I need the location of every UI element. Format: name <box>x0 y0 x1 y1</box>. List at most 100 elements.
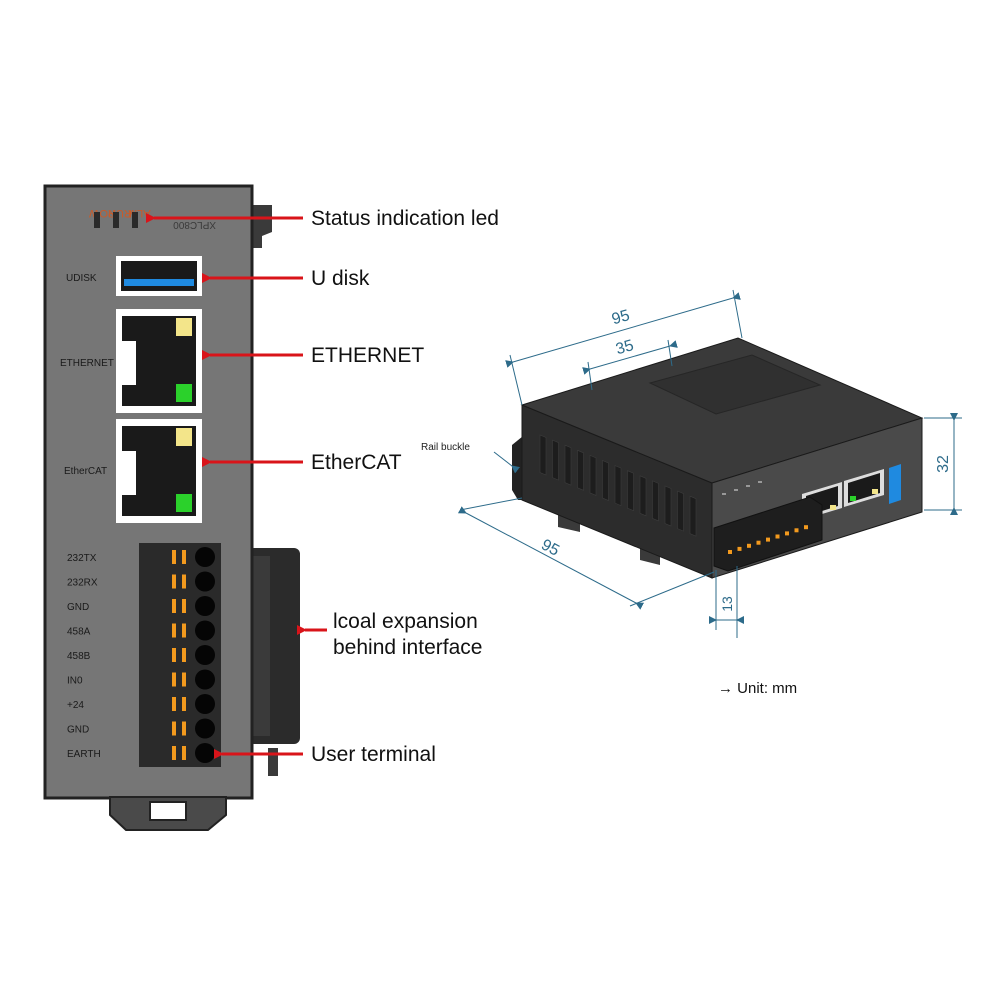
terminal-screw <box>195 596 215 616</box>
terminal-contact <box>182 550 186 564</box>
unit-label: → Unit: mm <box>718 680 797 697</box>
dim-line-top-35 <box>582 340 678 375</box>
dim-line-top-95 <box>505 292 741 368</box>
model-label: XPLC800 <box>173 219 216 230</box>
rail-buckle-pointer <box>493 451 520 474</box>
terminal-contact <box>172 574 176 589</box>
terminal-contact <box>182 648 186 662</box>
led-alm <box>132 212 138 228</box>
top-clip <box>250 205 272 248</box>
terminal-label: IN0 <box>67 676 83 687</box>
ethercat-led-yellow <box>176 428 192 446</box>
led-pow <box>94 212 100 228</box>
ethercat-led-green <box>176 494 192 512</box>
usb-port-tongue <box>124 279 194 286</box>
callout-status-led: Status indication led <box>311 207 499 230</box>
terminal-screw <box>195 694 215 714</box>
terminal-label: 458B <box>67 651 91 662</box>
terminal-screw <box>195 718 215 739</box>
terminal-screw <box>195 669 215 690</box>
side-vent-slot <box>552 439 559 481</box>
dim-top-35: 35 <box>614 337 636 358</box>
side-vent-slot <box>627 470 634 512</box>
dim-terminal-13: 13 <box>719 596 735 612</box>
iso-terminal-block <box>713 496 823 572</box>
terminal-label: 232TX <box>67 553 97 564</box>
led-label-alm: ALM <box>128 207 151 219</box>
led-run <box>113 212 119 228</box>
side-vent-slot <box>689 495 697 537</box>
iso-terminal-pin <box>747 543 751 548</box>
dim-height-32: 32 <box>935 455 952 473</box>
terminal-screw <box>195 547 215 567</box>
callouts: Status indication led U disk ETHERNET Et… <box>146 207 499 766</box>
terminal-label: GND <box>67 602 89 613</box>
side-vent-slot <box>677 490 684 532</box>
terminal-contact <box>182 599 186 613</box>
side-vent-slot <box>652 480 659 522</box>
isometric-view: 95 35 32 95 13 Rail buckle → Unit: mm <box>421 289 962 697</box>
port-label-udisk: UDISK <box>66 273 97 284</box>
terminal-contact <box>172 623 176 638</box>
terminal-contact <box>182 697 186 711</box>
iso-terminal-pin <box>737 546 742 551</box>
iso-terminal-pin <box>804 525 808 530</box>
iso-terminal-pin <box>775 534 780 539</box>
side-vent-slot <box>564 444 572 486</box>
callout-ethernet: ETHERNET <box>311 344 424 367</box>
callout-udisk: U disk <box>311 267 370 290</box>
ethernet-led-green <box>176 384 192 402</box>
side-vent-slot <box>539 434 547 476</box>
terminal-screw <box>195 620 215 641</box>
terminal-contact <box>172 721 176 736</box>
dim-side-95: 95 <box>538 536 562 559</box>
terminal-contact <box>172 672 176 687</box>
iso-usb-port <box>889 464 901 504</box>
callout-user-terminal: User terminal <box>311 743 436 766</box>
iso-terminal-pins <box>728 525 808 554</box>
terminal-label: GND <box>67 725 89 736</box>
terminal-label: 232RX <box>67 578 98 589</box>
terminal-contact <box>182 721 186 736</box>
side-vent-slot <box>639 475 647 517</box>
terminal-contact <box>172 697 176 711</box>
terminal-contact <box>182 746 186 760</box>
iso-terminal-pin <box>766 537 770 542</box>
terminal-label: +24 <box>67 700 84 711</box>
terminal-screw <box>195 571 215 592</box>
iso-terminal-pin <box>728 550 732 554</box>
side-vent-slot <box>577 449 584 491</box>
terminal-contact <box>172 746 176 760</box>
terminal-contact <box>172 550 176 564</box>
terminal-contact <box>182 623 186 638</box>
terminal-label: EARTH <box>67 749 101 760</box>
iso-terminal-pin <box>785 531 789 536</box>
terminal-screw <box>195 743 215 763</box>
front-panel: POW RUN ALM XPLC800 UDISK ETHERNET Ether… <box>43 184 300 831</box>
side-vents <box>539 434 697 537</box>
rail-buckle-label: Rail buckle <box>421 442 470 453</box>
port-label-ethernet: ETHERNET <box>60 358 114 369</box>
callout-expansion-line2: behind interface <box>333 636 482 659</box>
terminal-contact <box>172 599 176 613</box>
callout-expansion-line1: lcoal expansion <box>333 610 478 633</box>
ethernet-led-yellow <box>176 318 192 336</box>
bottom-clip <box>268 748 278 776</box>
iso-terminal-pin <box>756 540 761 545</box>
side-vent-slot <box>664 485 672 527</box>
terminal-contact <box>182 672 186 687</box>
port-label-ethercat: EtherCAT <box>64 466 107 477</box>
side-vent-slot <box>614 465 622 507</box>
status-led-group: POW RUN ALM XPLC800 <box>88 207 216 230</box>
terminal-screw <box>195 645 215 665</box>
terminal-contact <box>182 574 186 589</box>
side-vent-slot <box>589 454 597 496</box>
dim-top-95: 95 <box>610 307 632 328</box>
side-vent-slot <box>602 460 609 501</box>
callout-ethercat: EtherCAT <box>311 451 402 474</box>
front-leds <box>722 481 762 495</box>
iso-terminal-pin <box>794 528 799 533</box>
terminal-contact <box>172 648 176 662</box>
